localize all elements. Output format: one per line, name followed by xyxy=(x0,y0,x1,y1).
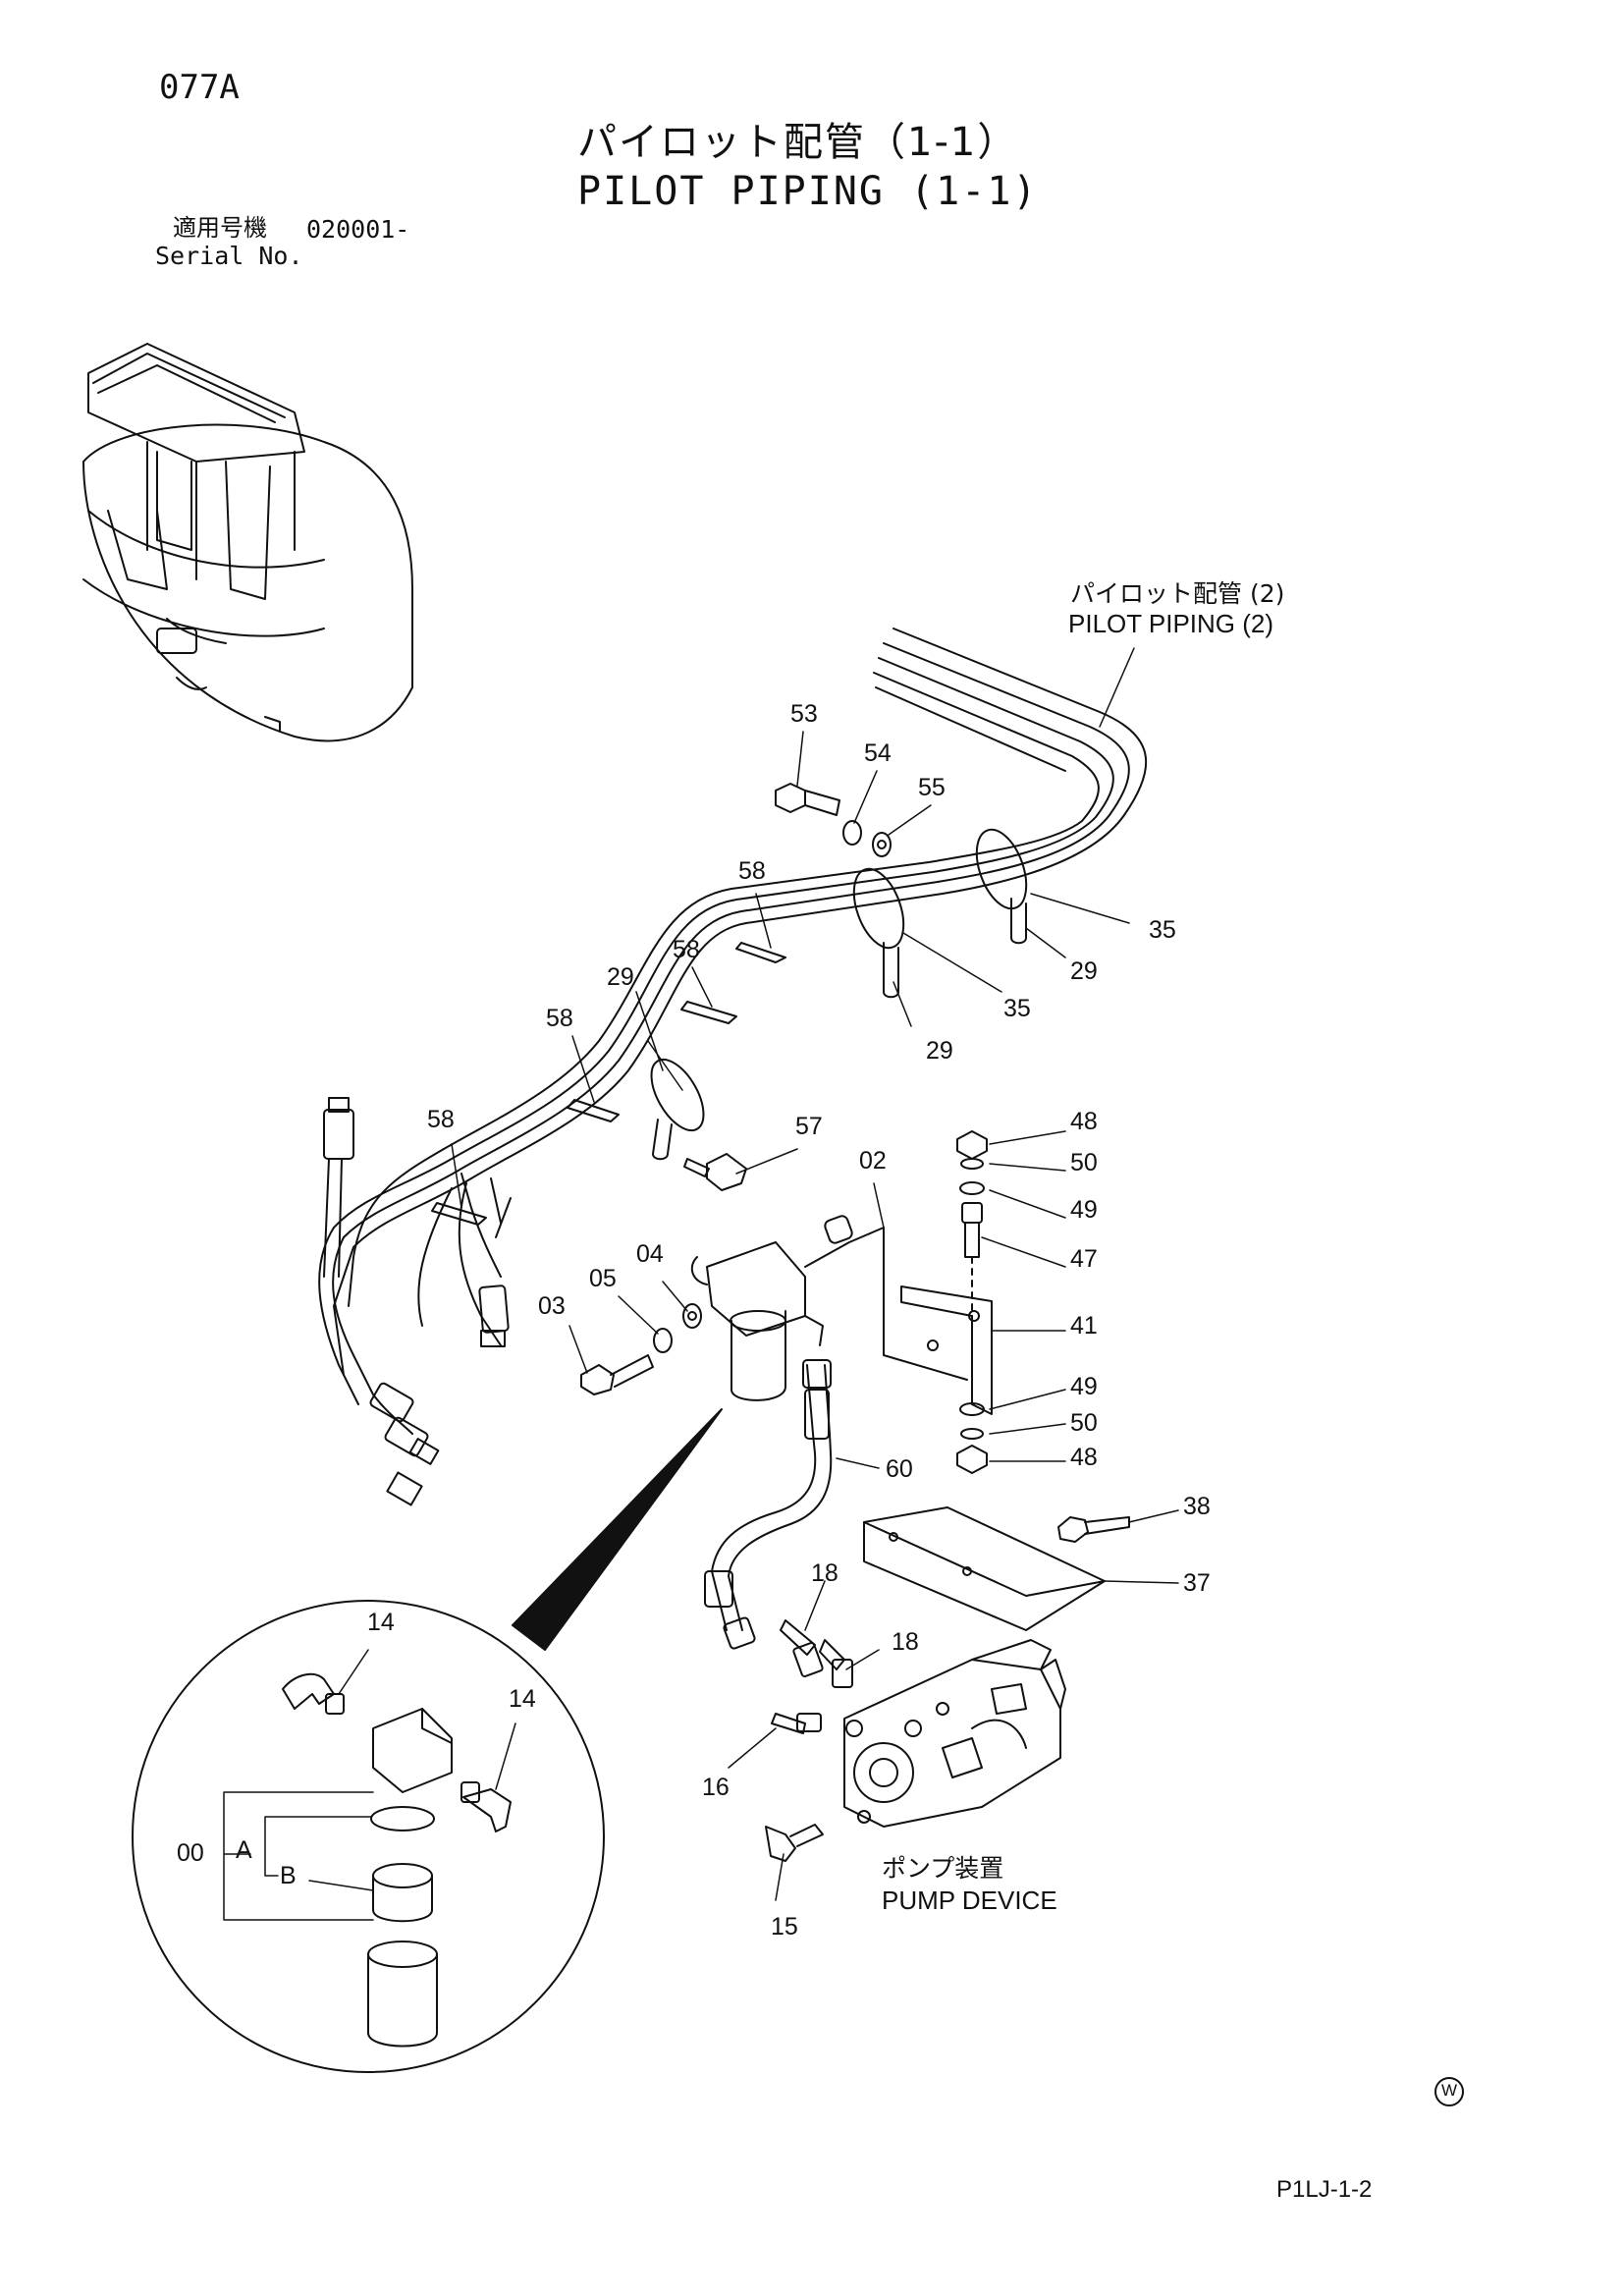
mark-circle xyxy=(1435,2078,1463,2105)
elbow-fittings xyxy=(766,1620,852,1861)
part-ref-29: 29 xyxy=(607,963,634,991)
pilot-pipe-bundle xyxy=(319,629,1146,1505)
part-ref-02: 02 xyxy=(859,1147,887,1175)
cover-plate xyxy=(864,1507,1129,1630)
part-ref-A: A xyxy=(236,1836,252,1864)
part-ref-53: 53 xyxy=(790,700,818,728)
part-ref-29: 29 xyxy=(926,1037,953,1065)
part-ref-B: B xyxy=(280,1862,297,1889)
part-ref-41: 41 xyxy=(1070,1312,1098,1339)
part-ref-48: 48 xyxy=(1070,1444,1098,1471)
part-ref-14: 14 xyxy=(509,1685,536,1713)
part-ref-60: 60 xyxy=(886,1455,913,1483)
bracket-assembly xyxy=(901,1131,992,1473)
part-ref-03: 03 xyxy=(538,1292,566,1320)
footer-code: P1LJ-1-2 xyxy=(1276,2176,1373,2203)
part-ref-49: 49 xyxy=(1070,1196,1098,1224)
pump-device-label-en: PUMP DEVICE xyxy=(882,1886,1057,1915)
part-ref-14: 14 xyxy=(367,1609,395,1636)
title-japanese: パイロット配管（1-1） xyxy=(577,120,1019,165)
part-ref-37: 37 xyxy=(1183,1569,1211,1597)
pilot-piping-2-label-jp: パイロット配管 (2) xyxy=(1070,579,1285,608)
serial-value: 020001- xyxy=(306,215,410,244)
part-ref-35: 35 xyxy=(1003,995,1031,1022)
part-ref-50: 50 xyxy=(1070,1149,1098,1176)
part-ref-18: 18 xyxy=(892,1628,919,1656)
part-ref-47: 47 xyxy=(1070,1245,1098,1273)
part-ref-58: 58 xyxy=(673,936,700,963)
part-ref-29: 29 xyxy=(1070,957,1098,985)
machine-overview-sketch xyxy=(83,344,412,740)
part-ref-05: 05 xyxy=(589,1265,617,1292)
title-english: PILOT PIPING (1-1) xyxy=(577,169,1039,214)
mark-letter: W xyxy=(1441,2081,1458,2100)
part-ref-57: 57 xyxy=(795,1113,823,1140)
part-ref-15: 15 xyxy=(771,1913,798,1941)
pump-device-label-jp: ポンプ装置 xyxy=(882,1854,1004,1883)
part-ref-35: 35 xyxy=(1149,916,1176,944)
serial-label-japanese: 適用号機 xyxy=(173,214,267,242)
part-ref-58: 58 xyxy=(546,1005,573,1032)
pipe-clamps xyxy=(432,823,1036,1237)
part-ref-49: 49 xyxy=(1070,1373,1098,1400)
page-code: 077A xyxy=(159,68,240,107)
serial-label-english: Serial No. xyxy=(155,242,303,270)
part-ref-55: 55 xyxy=(918,774,946,801)
part-ref-18: 18 xyxy=(811,1559,839,1587)
part-ref-54: 54 xyxy=(864,739,892,767)
part-ref-58: 58 xyxy=(427,1106,455,1133)
part-ref-58: 58 xyxy=(738,857,766,885)
detail-callout xyxy=(133,1409,722,2072)
pump-device xyxy=(844,1640,1065,1827)
pilot-piping-2-label-en: PILOT PIPING (2) xyxy=(1068,609,1274,638)
part-ref-00: 00 xyxy=(177,1839,204,1867)
part-ref-38: 38 xyxy=(1183,1493,1211,1520)
part-ref-16: 16 xyxy=(702,1774,730,1801)
bolts-and-washers xyxy=(581,784,891,1394)
detail-filter-parts xyxy=(283,1674,511,2047)
part-ref-48: 48 xyxy=(1070,1108,1098,1135)
leader-lines xyxy=(224,648,1178,1920)
part-ref-50: 50 xyxy=(1070,1409,1098,1437)
part-ref-04: 04 xyxy=(636,1240,664,1268)
